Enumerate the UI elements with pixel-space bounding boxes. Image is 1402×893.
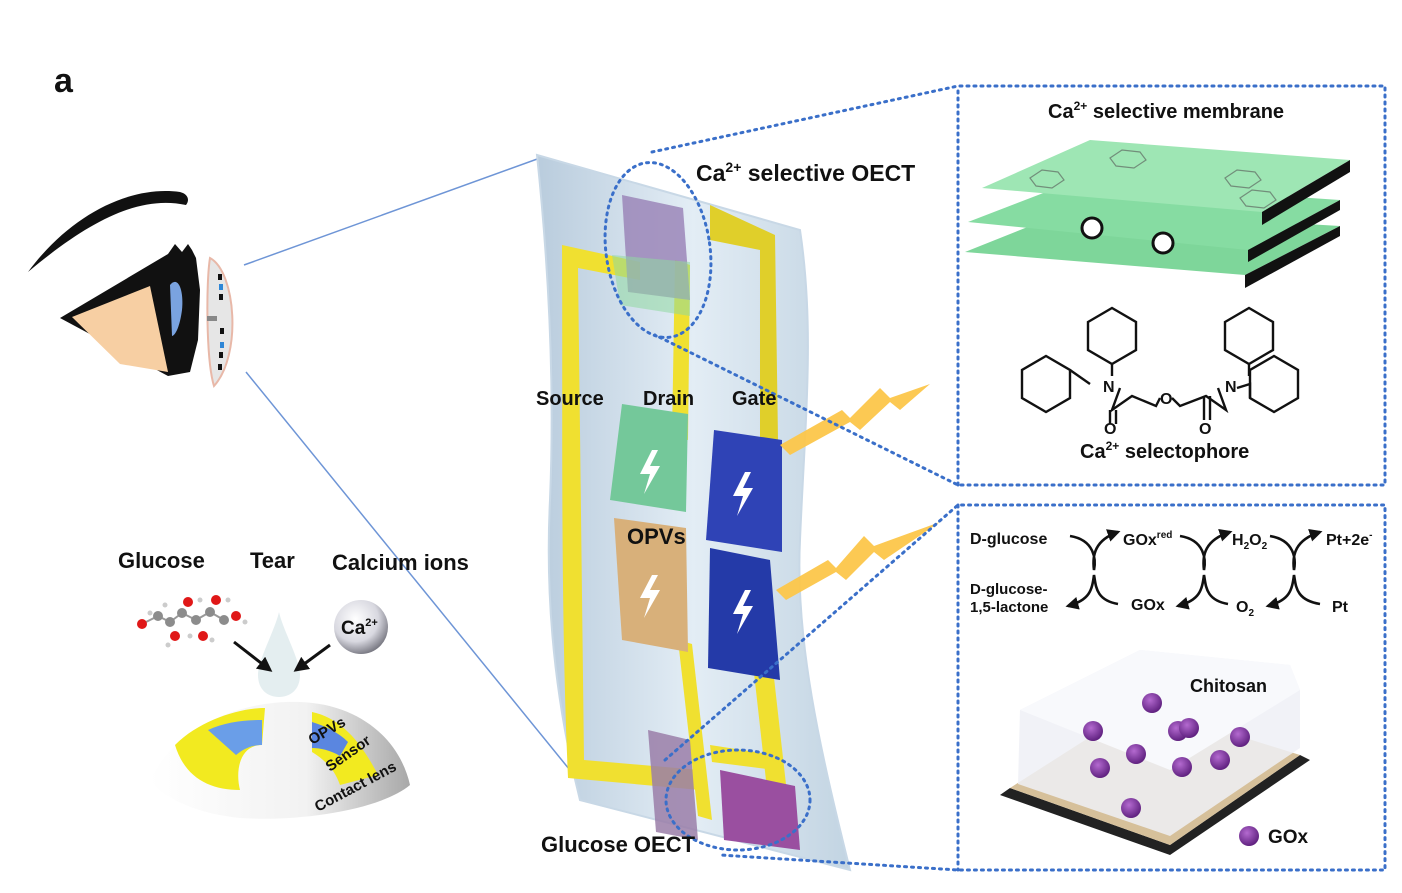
iris-icon [170, 281, 183, 336]
gox-particles [1083, 693, 1250, 818]
reaction-arrow-icon [1269, 528, 1323, 571]
reaction-arrow-icon [1179, 528, 1233, 571]
connector-line-top [243, 157, 541, 266]
light-bolt-bottom-icon [776, 522, 940, 600]
reaction-arrow-icon [1069, 529, 1121, 571]
gox-legend-icon [1239, 826, 1259, 846]
gox-particle-icon [1142, 693, 1162, 713]
calcium-ions-label: Calcium ions [332, 550, 469, 575]
gox-particle-icon [1172, 757, 1192, 777]
svg-text:Ca2+: Ca2+ [341, 617, 378, 639]
gox-particle-icon [1126, 744, 1146, 764]
h2o2-label: H2O2 [1232, 532, 1268, 552]
contact-lens-dome [150, 701, 410, 819]
selectophore-structure-icon [1020, 306, 1300, 424]
ca-ion-superscript: 2+ [365, 617, 378, 629]
gox-particle-icon [1083, 721, 1103, 741]
carbonyl-oxygen-left: O [1104, 421, 1116, 438]
zoom-indicators [603, 84, 1387, 872]
drain-label: Drain [643, 388, 694, 410]
drain-electrode-bottom [678, 640, 712, 820]
gox-particle-icon [1230, 727, 1250, 747]
gox-red-label: GOxred [1123, 530, 1172, 549]
pt-2e-label: Pt+2e- [1326, 530, 1372, 549]
panel-label: a [54, 62, 74, 100]
gate-label: Gate [732, 388, 776, 410]
selectophore-label: Ca [1080, 441, 1106, 463]
contact-lens-icon [206, 256, 234, 388]
tear-label: Tear [250, 548, 295, 573]
gox-particle-icon [1090, 758, 1110, 778]
light-bolt-top-icon [780, 384, 930, 455]
membrane-panel: Ca2+ selective membrane [965, 99, 1350, 288]
chitosan-electrode [1000, 650, 1310, 855]
reaction-arrow-icon [1265, 574, 1321, 610]
gox-label: GOx [1131, 597, 1165, 614]
pt-label: Pt [1332, 599, 1349, 616]
gox-legend-label: GOx [1268, 827, 1309, 848]
chitosan-label: Chitosan [1190, 676, 1267, 696]
carbonyl-oxygen-right: O [1199, 421, 1211, 438]
source-label: Source [536, 388, 604, 410]
glucose-oect-channel [648, 730, 698, 840]
calcium-ion-icon [334, 600, 388, 654]
o2-label: O2 [1236, 599, 1254, 619]
glucose-molecule-icon [137, 595, 248, 648]
reaction-arrow-icon [1065, 574, 1119, 610]
eyebrow-icon [28, 190, 188, 272]
glucose-oect-label: Glucose OECT [541, 832, 696, 857]
opvs-label: OPVs [627, 524, 686, 549]
ca-oect-title: Ca2+ selective OECT [696, 159, 915, 186]
svg-text:Ca2+ selectophore: Ca2+ selectophore [1080, 439, 1249, 463]
membrane-layer-top [982, 140, 1350, 212]
tear-drop-icon [258, 612, 300, 697]
gox-particle-icon [1179, 718, 1199, 738]
connector-line-bottom [245, 371, 579, 781]
glucose-oect-gate [720, 770, 800, 850]
ether-oxygen-atom: O [1160, 391, 1172, 408]
d-glucose-label: D-glucose [970, 531, 1047, 548]
gox-particle-icon [1210, 750, 1230, 770]
reaction-arrow-icon [1175, 574, 1229, 610]
d-glucose-lactone-label-2: 1,5-lactone [970, 599, 1048, 616]
eye-illustration [28, 190, 234, 388]
ca-ion-label: Ca [341, 618, 366, 639]
reaction-scheme: D-glucose D-glucose- 1,5-lactone GOxred … [970, 528, 1372, 619]
ca-ion-in-membrane-icon [1080, 216, 1104, 240]
opv-lightning-icons [640, 450, 753, 634]
nitrogen-atom-right: N [1225, 379, 1237, 396]
gate-electrode-bottom [752, 655, 790, 820]
gox-particle-icon [1121, 798, 1141, 818]
glucose-arrow-icon [233, 640, 273, 672]
gate-electrode-top [710, 205, 778, 440]
nitrogen-atom-left: N [1103, 379, 1115, 396]
membrane-title: Ca [1048, 101, 1074, 123]
svg-text:Ca2+ selective membrane: Ca2+ selective membrane [1048, 99, 1284, 123]
source-electrode [562, 245, 700, 790]
ca-ion-in-membrane-icon [1151, 231, 1175, 255]
flexible-device [535, 153, 852, 872]
calcium-arrow-icon [293, 643, 331, 672]
d-glucose-lactone-label-1: D-glucose- [970, 581, 1048, 598]
eye-skin [72, 286, 168, 372]
glucose-label: Glucose [118, 548, 205, 573]
